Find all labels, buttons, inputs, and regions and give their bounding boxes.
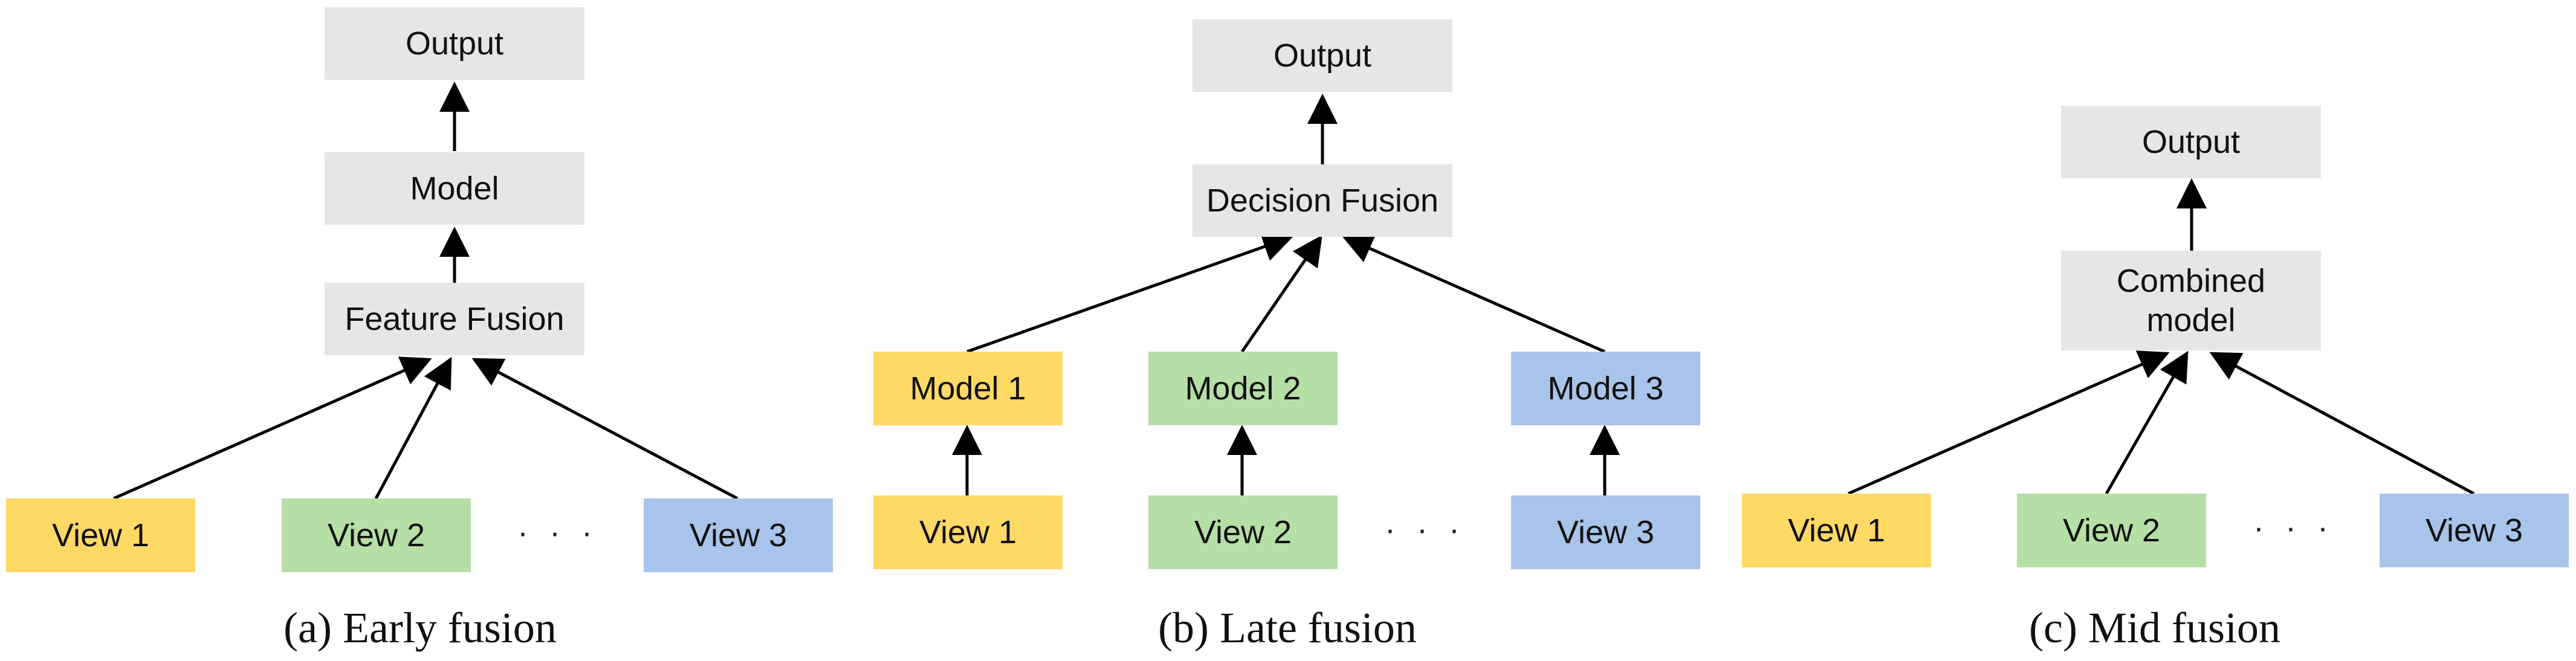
arrow-b-model2-to-fusion bbox=[1240, 234, 1322, 353]
panel-b-view3-box: View 3 bbox=[1511, 495, 1700, 569]
panel-b-view2-box: View 2 bbox=[1148, 495, 1338, 569]
panel-a-feature-fusion-box: Feature Fusion bbox=[325, 283, 584, 355]
panel-b-view1-box: View 1 bbox=[873, 495, 1063, 569]
panel-c-combined-model-line2: model bbox=[2146, 301, 2236, 338]
panel-a-view3-box: View 3 bbox=[644, 498, 833, 572]
panel-a-model-box: Model bbox=[325, 152, 584, 225]
arrow-c-view3-to-model bbox=[2209, 352, 2475, 495]
panel-c-view2-box: View 2 bbox=[2017, 494, 2206, 567]
panel-c-caption: (c) Mid fusion bbox=[2029, 604, 2280, 652]
panel-a-ellipsis: · · · bbox=[517, 514, 598, 550]
panel-b-model1-box: Model 1 bbox=[873, 352, 1063, 425]
arrow-b-model3-to-fusion bbox=[1342, 234, 1606, 353]
panel-b-ellipsis: · · · bbox=[1385, 511, 1466, 547]
panel-b-output-box: Output bbox=[1193, 19, 1452, 92]
arrow-a-view3-to-fusion bbox=[471, 358, 739, 500]
arrow-c-view1-to-model bbox=[1847, 350, 2170, 495]
arrow-a-view2-to-fusion bbox=[374, 356, 452, 500]
panel-b-caption: (b) Late fusion bbox=[1158, 604, 1417, 652]
panel-c-combined-model-line1: Combined bbox=[2116, 262, 2266, 299]
panel-a-caption: (a) Early fusion bbox=[283, 604, 557, 652]
arrow-c-view2-to-model bbox=[2105, 350, 2189, 495]
arrow-b-model1-to-fusion bbox=[966, 232, 1293, 353]
panel-b-model2-box: Model 2 bbox=[1148, 352, 1338, 425]
panel-a-view1-box: View 1 bbox=[6, 498, 195, 572]
panel-c-output-box: Output bbox=[2061, 106, 2321, 178]
panel-c-combined-model-box: Combined model bbox=[2061, 251, 2321, 350]
panel-c-view3-box: View 3 bbox=[2380, 494, 2569, 567]
panel-a-view2-box: View 2 bbox=[282, 498, 471, 572]
panel-b-decision-fusion-box: Decision Fusion bbox=[1193, 164, 1452, 237]
panel-c-ellipsis: · · · bbox=[2253, 509, 2334, 546]
arrow-a-view1-to-fusion bbox=[112, 356, 432, 500]
panel-b-model3-box: Model 3 bbox=[1511, 352, 1700, 425]
panel-c-view1-box: View 1 bbox=[1742, 494, 1931, 567]
panel-a-output-box: Output bbox=[325, 7, 584, 80]
